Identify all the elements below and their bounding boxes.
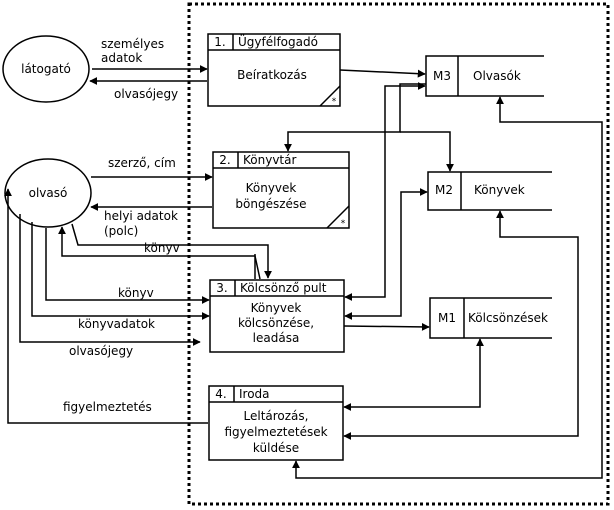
process-2-library[interactable]: 2. Könyvtár Könyvek böngészése *: [212, 151, 350, 229]
flow-p1-to-m3: [339, 69, 426, 78]
flow-m1-to-p4: [343, 338, 484, 411]
flow-label-book-2: könyv: [118, 286, 154, 300]
process-4-body-line-3: küldése: [253, 441, 299, 455]
store-m2-books[interactable]: M2 Könyvek: [427, 171, 552, 211]
flow-label-book-1: könyv: [144, 241, 180, 255]
process-4-name: Iroda: [239, 387, 270, 401]
flow-card-2: [19, 214, 201, 346]
process-4-office[interactable]: 4. Iroda Leltározás, figyelmeztetések kü…: [208, 385, 344, 461]
system-boundary: [187, 2, 610, 506]
process-2-mark: *: [341, 219, 346, 229]
process-3-body-line-3: leadása: [253, 331, 300, 345]
store-m1-id: M1: [438, 311, 456, 325]
process-3-lending-desk[interactable]: 3. Kölcsönző pult Könyvek kölcsönzése, l…: [209, 279, 345, 353]
store-m3-id: M3: [433, 69, 451, 83]
flow-label-personal-data-1: személyes: [101, 37, 164, 51]
process-2-name: Könyvtár: [243, 153, 296, 167]
entity-visitor[interactable]: látogató: [2, 35, 90, 103]
entity-reader[interactable]: olvasó: [4, 158, 92, 228]
flow-label-card-2: olvasójegy: [69, 344, 133, 358]
store-m2-name: Könyvek: [474, 183, 525, 197]
flow-p2-to-m2: [400, 131, 454, 172]
process-4-number: 4.: [215, 387, 226, 401]
process-1-mark: *: [332, 97, 337, 107]
process-4-body-line-1: Leltározás,: [244, 409, 309, 423]
flow-label-book-data: könyvadatok: [78, 317, 155, 331]
store-m3-readers[interactable]: M3 Olvasók: [425, 55, 544, 97]
process-2-body-line-1: Könyvek: [246, 181, 297, 195]
process-1-name: Ügyfélfogadó: [238, 33, 318, 49]
flow-label-location-1: helyi adatok: [104, 209, 178, 223]
flow-warning: [4, 188, 208, 424]
flow-label-personal-data-2: adatok: [101, 51, 142, 65]
process-3-number: 3.: [216, 281, 227, 295]
process-2-number: 2.: [219, 153, 230, 167]
entity-visitor-label: látogató: [21, 62, 71, 76]
flow-label-card-1: olvasójegy: [114, 87, 178, 101]
process-1-reception[interactable]: 1. Ügyfélfogadó Beíratkozás *: [207, 33, 341, 107]
store-m3-name: Olvasók: [473, 69, 521, 83]
process-1-number: 1.: [214, 35, 225, 49]
entity-reader-label: olvasó: [29, 186, 68, 200]
flow-label-warning: figyelmeztetés: [63, 400, 152, 414]
flow-p3-to-m1: [343, 322, 430, 331]
flow-label-author-title: szerző, cím: [108, 156, 176, 170]
store-m2-id: M2: [435, 183, 453, 197]
store-m1-name: Kölcsönzések: [468, 311, 548, 325]
process-2-body-line-2: böngészése: [235, 197, 306, 211]
flow-m3-to-p4: [292, 96, 603, 479]
process-3-body-line-1: Könyvek: [251, 301, 302, 315]
flow-book-data: [31, 222, 210, 320]
process-3-body-line-2: kölcsönzése,: [238, 316, 314, 330]
process-1-body-line-1: Beíratkozás: [237, 68, 307, 82]
flow-label-location-2: (polc): [104, 224, 138, 238]
flow-book-1-link: [71, 223, 272, 279]
process-4-body-line-2: figyelmeztetések: [224, 425, 327, 439]
flow-book-1: [58, 226, 261, 280]
store-m1-loans[interactable]: M1 Kölcsönzések: [429, 297, 552, 339]
flow-book-2: [45, 228, 210, 304]
process-3-name: Kölcsönző pult: [240, 281, 327, 295]
